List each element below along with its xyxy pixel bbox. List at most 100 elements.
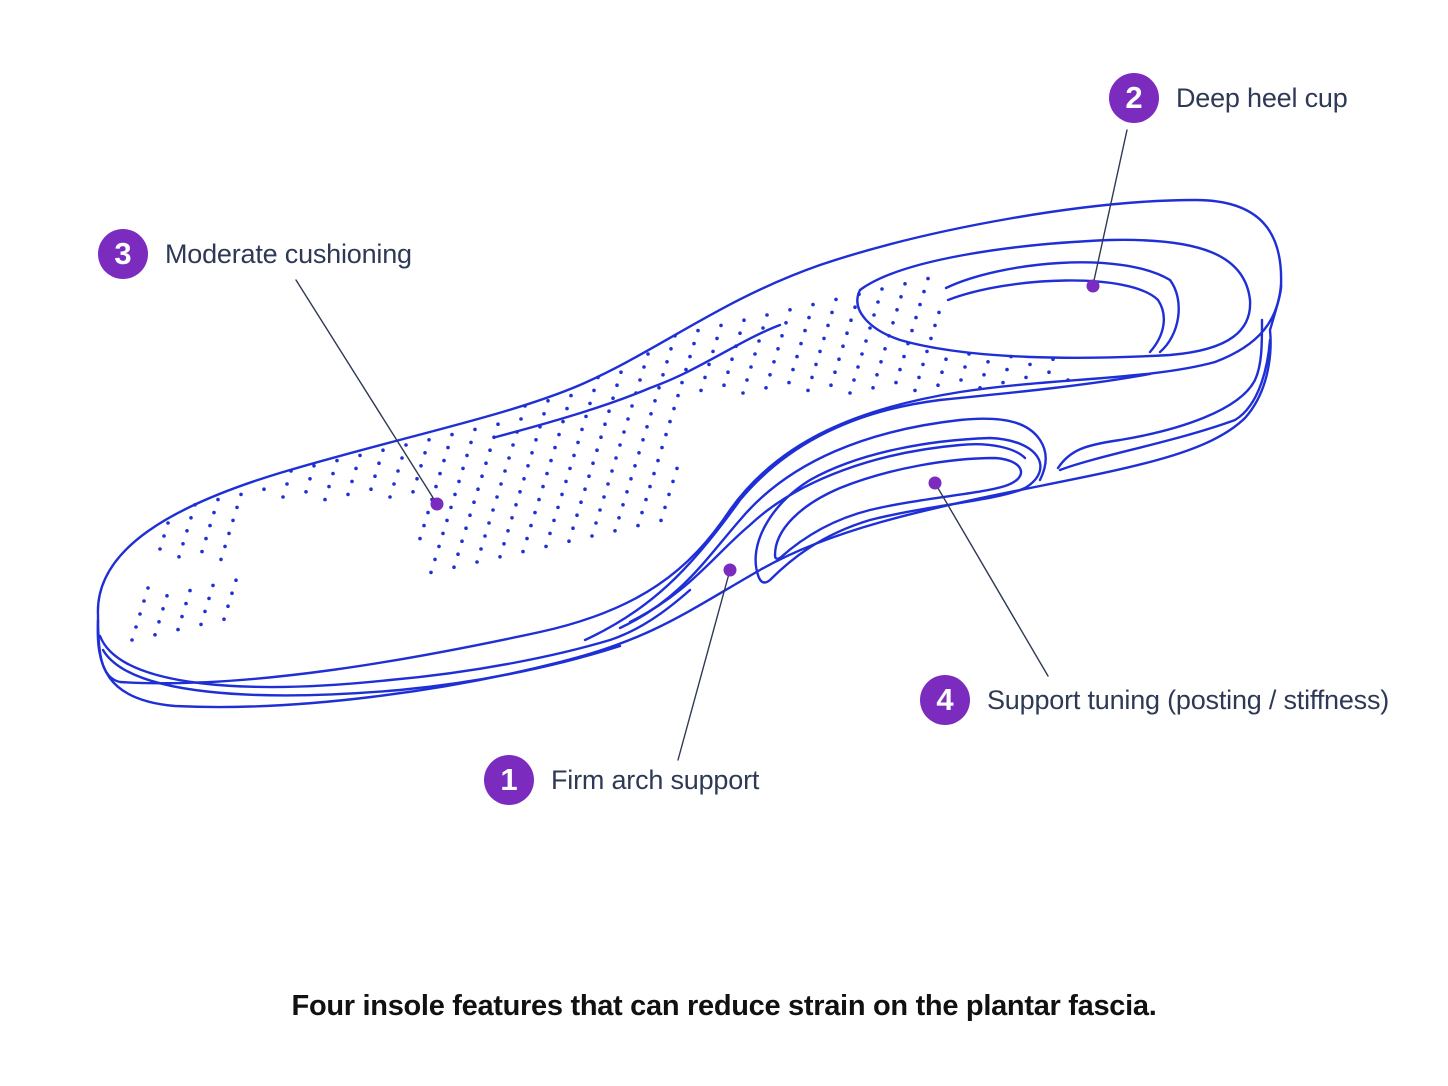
perforation-dot — [764, 386, 768, 390]
perforation-dot — [537, 497, 541, 502]
perforation-dot — [799, 341, 803, 346]
perforation-dot — [613, 529, 617, 533]
perforation-dot — [929, 336, 933, 341]
perforation-dot — [978, 386, 982, 390]
marker-dot-3 — [430, 497, 444, 511]
perforation-dot — [617, 516, 621, 520]
perforation-dot — [637, 451, 641, 455]
perforation-dot — [757, 339, 761, 343]
perforation-dot — [495, 495, 499, 499]
perforation-dot — [162, 534, 166, 538]
perforation-dot — [483, 534, 487, 538]
perforation-dot — [575, 513, 579, 517]
perforation-dot — [188, 588, 192, 593]
perforation-dot — [358, 453, 362, 458]
perforation-dot — [510, 516, 514, 520]
perforation-dot — [784, 321, 788, 325]
perforation-dot — [580, 427, 584, 432]
perforation-dot — [841, 344, 845, 349]
perforation-dot — [506, 529, 510, 533]
perforation-dot — [852, 378, 856, 382]
perforation-dot — [189, 516, 193, 520]
perforation-dot — [468, 513, 472, 517]
perforation-dot — [479, 547, 483, 551]
callout-cushioning: 3 Moderate cushioning — [98, 229, 412, 279]
perforation-dot — [549, 458, 553, 463]
perforation-dot — [684, 367, 688, 372]
perforation-dot — [262, 487, 266, 492]
perforation-dot — [281, 495, 285, 499]
perforation-dot — [903, 282, 907, 286]
perforation-dot — [826, 323, 830, 328]
perforation-dot — [411, 490, 415, 494]
callout-label: Firm arch support — [551, 764, 760, 795]
perforation-dot — [184, 601, 188, 606]
perforation-dot — [660, 445, 664, 450]
perforation-dot — [473, 427, 477, 432]
perforation-dot — [926, 276, 930, 281]
perforation-dot — [492, 435, 496, 440]
perforation-dot — [569, 393, 573, 398]
perforation-dot — [437, 544, 441, 549]
perforation-dot — [592, 388, 596, 393]
perforation-dot — [806, 388, 810, 393]
perforation-dot — [669, 347, 673, 351]
perforation-dot — [346, 492, 350, 497]
perforation-dot — [611, 396, 615, 401]
perforation-dot — [289, 469, 293, 473]
perforation-dot — [673, 334, 677, 338]
perforation-dot — [707, 362, 711, 367]
perforation-dot — [556, 505, 560, 510]
perforation-dot — [327, 484, 331, 489]
arch-contour — [583, 372, 1152, 642]
callout-heel-cup: 2 Deep heel cup — [1109, 73, 1348, 123]
perforation-dot — [659, 518, 663, 523]
perforation-dot — [130, 638, 134, 642]
perforation-dot — [560, 492, 564, 497]
perforation-dot — [652, 471, 656, 476]
perforation-dot — [906, 341, 910, 346]
perforation-dot — [598, 508, 602, 512]
perforation-dot — [768, 373, 772, 377]
perforation-dot — [521, 549, 525, 554]
callout-badge: 2 — [1109, 73, 1159, 123]
perforation-dot — [898, 367, 902, 372]
perforation-dot — [200, 549, 204, 554]
leader-line-1 — [677, 569, 731, 761]
perforation-dot — [487, 521, 491, 525]
insole-heel-wall — [1058, 338, 1272, 472]
perforation-dot — [564, 479, 568, 484]
perforation-dot — [668, 419, 672, 424]
perforation-dot — [626, 417, 630, 421]
perforation-dot — [891, 321, 895, 325]
perforation-dot — [557, 432, 561, 437]
perforation-dot — [427, 438, 431, 442]
perforation-dot — [1024, 375, 1028, 380]
perforation-dot — [499, 482, 503, 486]
perforation-dot — [480, 474, 484, 479]
perforation-dot — [619, 370, 623, 375]
perforation-dot — [449, 505, 453, 510]
perforation-dot — [822, 336, 826, 341]
perforation-dot — [207, 596, 211, 601]
callout-label: Support tuning (posting / stiffness) — [987, 684, 1390, 715]
perforation-dot — [649, 412, 653, 416]
perforation-dot — [603, 422, 607, 427]
perforation-dot — [803, 328, 807, 333]
perforation-dot — [415, 477, 419, 481]
perforation-dot — [548, 531, 552, 536]
perforation-dot — [161, 607, 165, 611]
posting-pocket-outer — [754, 436, 1042, 584]
perforation-dot — [925, 349, 929, 354]
perforation-dot — [772, 360, 776, 364]
perforation-dot — [377, 461, 381, 466]
perforation-dot — [761, 326, 765, 330]
marker-dot-4 — [928, 476, 942, 490]
perforation-dot — [204, 536, 208, 541]
perforation-dot — [883, 347, 887, 351]
perforation-dot — [185, 529, 189, 533]
perforation-dot — [544, 544, 548, 549]
perforation-dot — [542, 412, 546, 416]
callout-arch-support: 1 Firm arch support — [484, 755, 759, 805]
